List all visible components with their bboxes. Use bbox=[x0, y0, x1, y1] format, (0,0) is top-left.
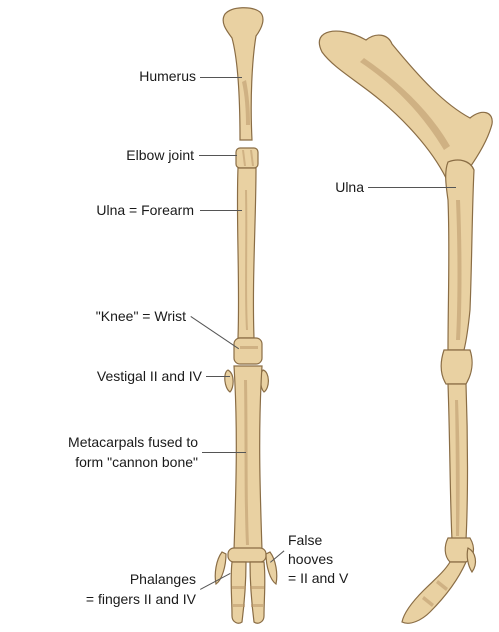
phalanx-digit-right bbox=[250, 562, 265, 623]
label-knee-wrist: "Knee" = Wrist bbox=[46, 308, 186, 325]
leader-elbow-joint bbox=[199, 155, 237, 156]
elbow-joint-bone bbox=[236, 148, 258, 168]
label-vestigal: Vestigal II and IV bbox=[40, 368, 202, 385]
label-metacarpals-line2: form "cannon bone" bbox=[4, 454, 198, 471]
leader-ulna-forearm bbox=[200, 210, 242, 211]
label-humerus: Humerus bbox=[96, 68, 196, 85]
label-phalanges-line1: Phalanges bbox=[70, 571, 196, 588]
side-phalanges bbox=[402, 562, 466, 623]
front-view-leg bbox=[215, 8, 277, 623]
leader-humerus bbox=[200, 77, 242, 78]
label-ulna-side: Ulna bbox=[300, 179, 364, 196]
leader-ulna-side bbox=[368, 187, 456, 188]
humerus-bone bbox=[223, 8, 263, 140]
label-ulna-forearm: Ulna = Forearm bbox=[46, 202, 194, 219]
side-humerus-bone bbox=[319, 31, 492, 178]
label-false-hooves-line1: False bbox=[288, 532, 322, 549]
leader-metacarpals bbox=[202, 452, 246, 453]
label-metacarpals-line1: Metacarpals fused to bbox=[4, 434, 198, 451]
side-view-leg bbox=[319, 31, 492, 623]
vestigal-splint-left bbox=[225, 370, 233, 392]
label-elbow-joint: Elbow joint bbox=[86, 147, 194, 164]
leader-vestigal bbox=[206, 376, 230, 377]
label-false-hooves-line3: = II and V bbox=[288, 570, 348, 587]
side-false-hoof bbox=[467, 548, 475, 572]
side-wrist-carpal-bones bbox=[441, 350, 472, 384]
fetlock-joint bbox=[228, 548, 266, 562]
label-phalanges-line2: = fingers II and IV bbox=[50, 591, 196, 608]
label-false-hooves-line2: hooves bbox=[288, 551, 333, 568]
phalanx-digit-left bbox=[231, 562, 246, 623]
wrist-carpal-bones bbox=[234, 338, 262, 364]
